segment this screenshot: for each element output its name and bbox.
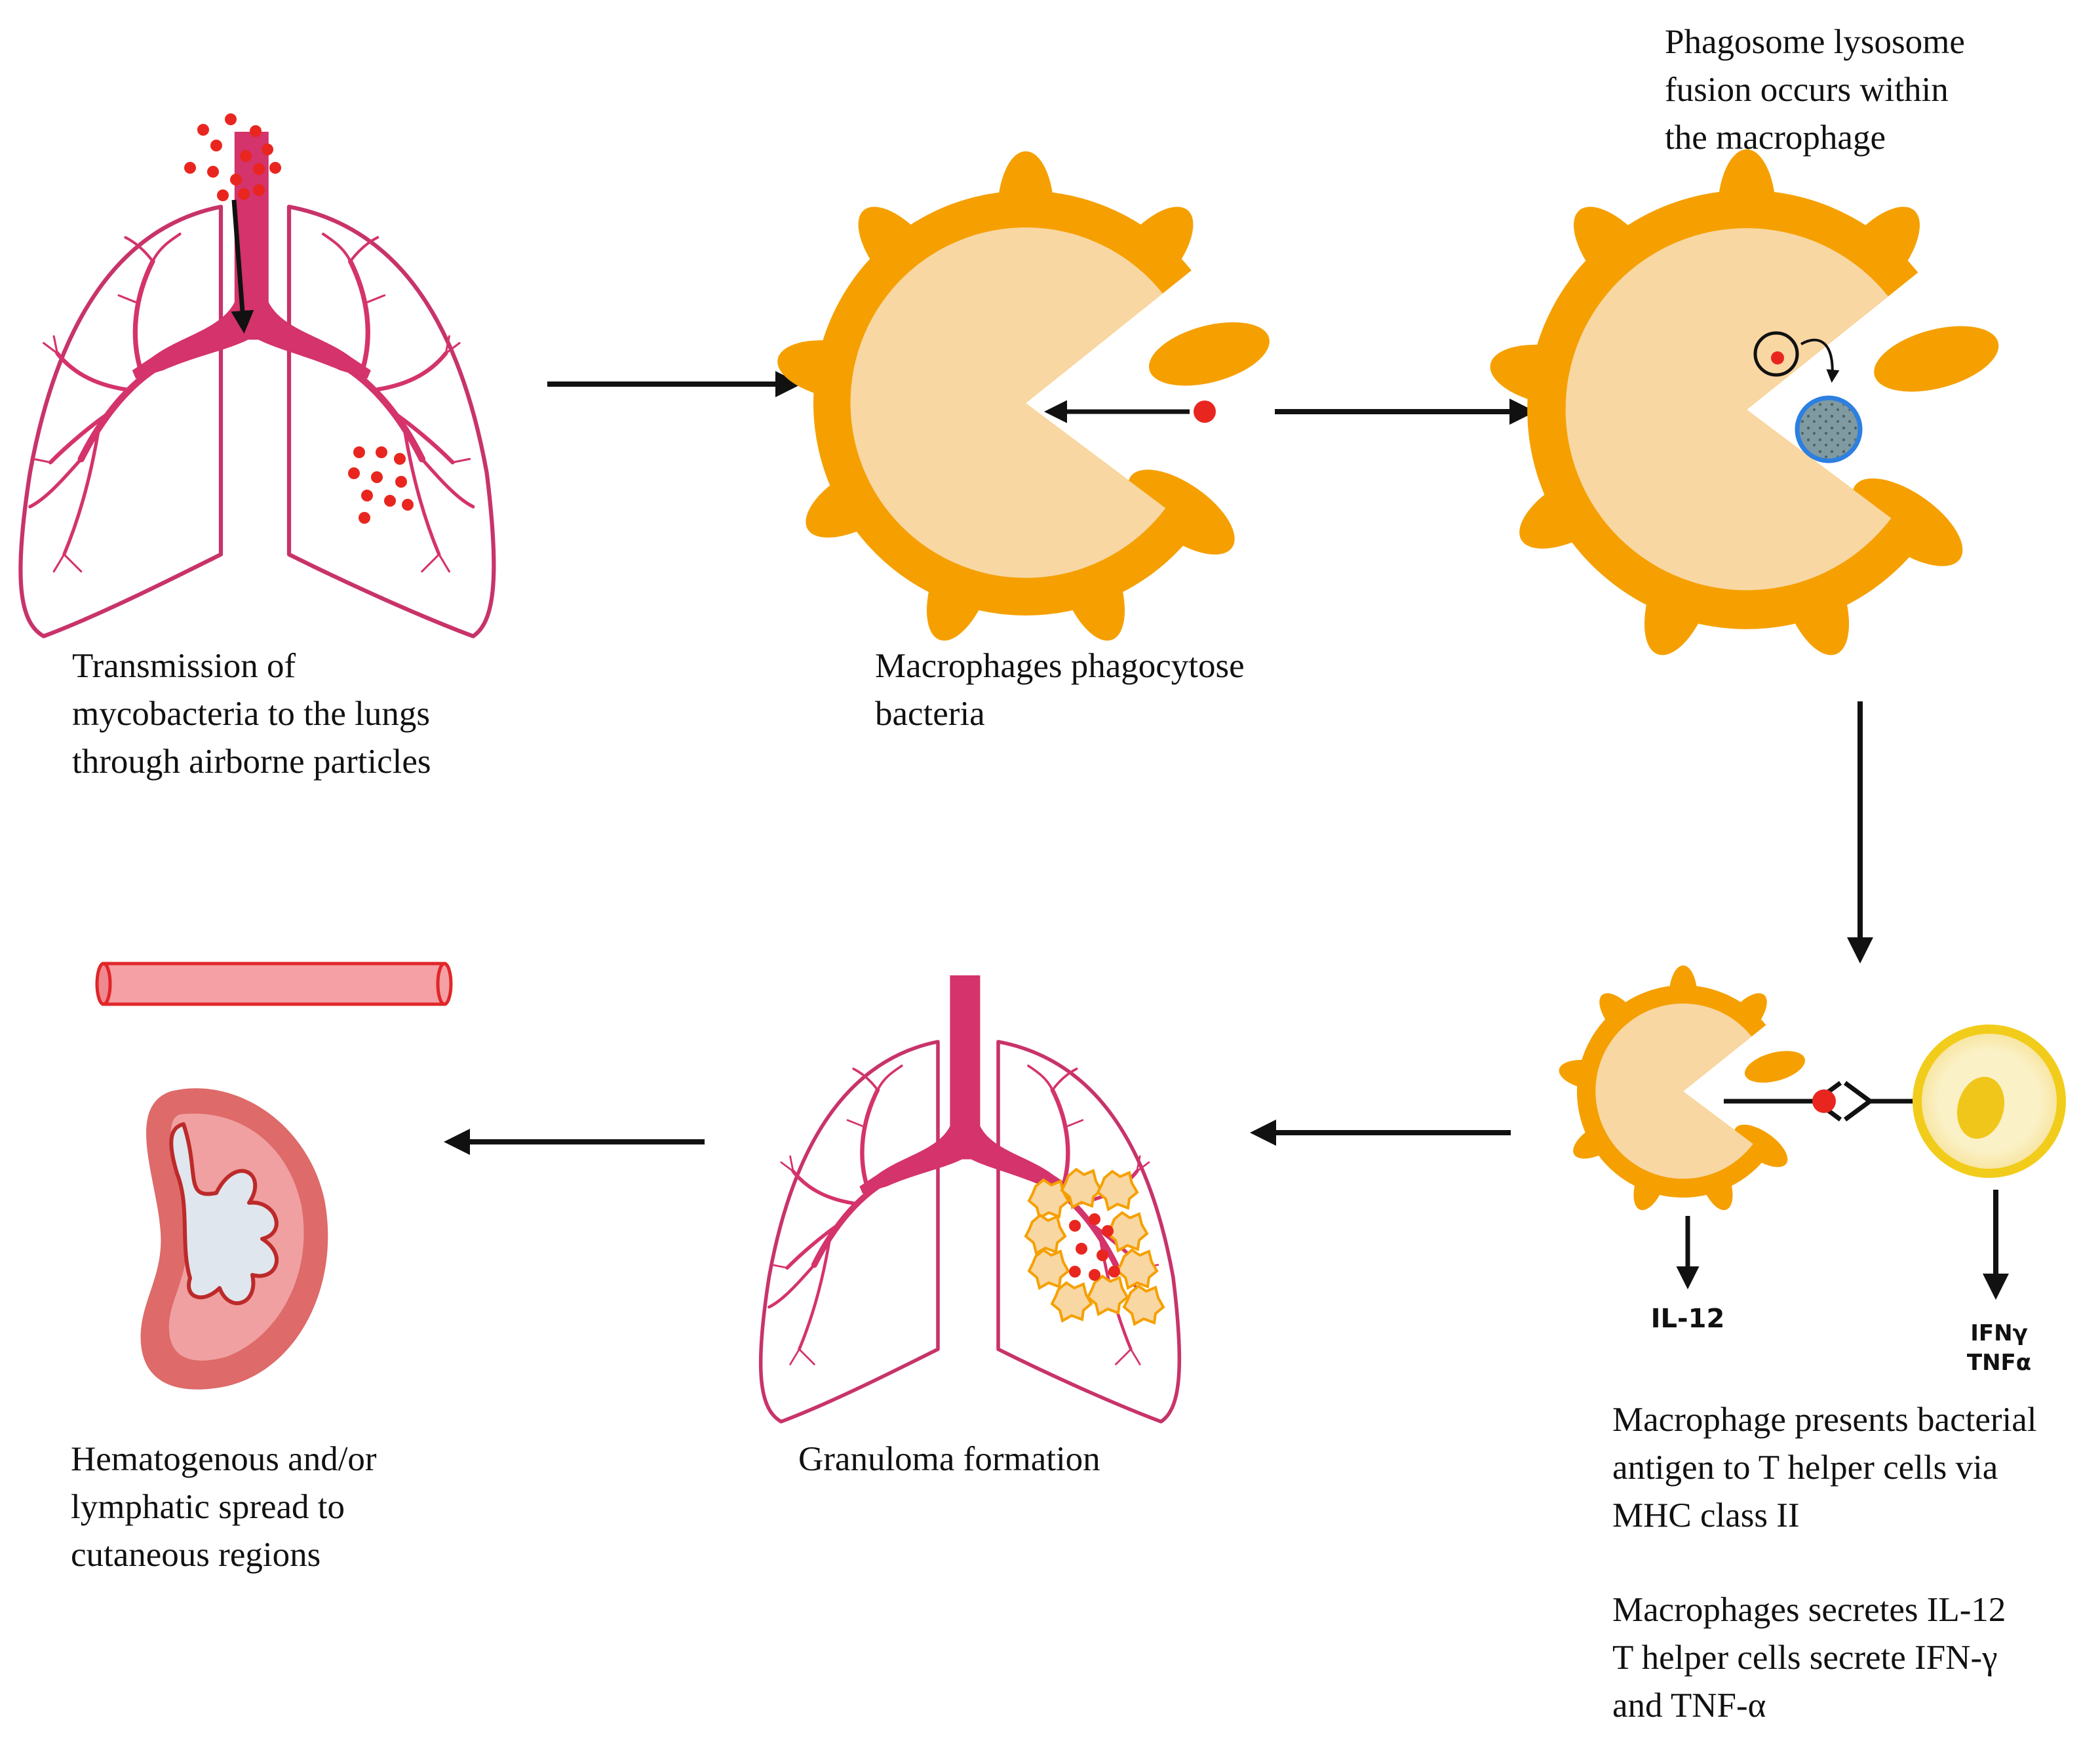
lung-bacteria [348, 446, 414, 524]
caption-line: T helper cells secrete IFN-γ [1612, 1639, 1998, 1677]
caption-line: the macrophage [1665, 119, 1886, 157]
airborne-particles [184, 113, 281, 201]
caption-line: Hematogenous and/or [71, 1440, 377, 1478]
tnf-alpha-label: TNFα [1967, 1350, 2031, 1376]
granuloma-cluster [1024, 1168, 1165, 1325]
lungs-icon [20, 132, 494, 636]
caption-spread: Hematogenous and/or lymphatic spread to … [71, 1436, 377, 1579]
caption-phagolysosome: Phagosome lysosome fusion occurs within … [1665, 18, 1965, 162]
step-1-illustration [20, 113, 494, 636]
caption-line: Transmission of [72, 647, 296, 685]
caption-line: Granuloma formation [798, 1440, 1100, 1478]
caption-phagocytosis: Macrophages phagocytose bacteria [875, 642, 1245, 738]
step-4-illustration: IL-12 IFNγ TNFα [1557, 965, 2066, 1376]
step-5-illustration [761, 975, 1180, 1422]
macrophage-icon [1557, 965, 1809, 1215]
t-cell-nucleus-icon [1956, 1076, 2005, 1139]
tcr-icon [1843, 1081, 1873, 1122]
step-6-illustration [95, 962, 453, 1390]
caption-antigen-presentation: Macrophage presents bacterial antigen to… [1612, 1396, 2036, 1540]
bacterium-icon [1771, 351, 1784, 364]
caption-line: through airborne particles [72, 743, 431, 781]
caption-line: and TNF-α [1612, 1687, 1766, 1725]
step-2-illustration [773, 151, 1277, 650]
caption-line: antigen to T helper cells via [1612, 1449, 1998, 1487]
macrophage-icon [1485, 149, 2006, 665]
caption-line: mycobacteria to the lungs [72, 695, 431, 733]
macrophage-icon [773, 151, 1277, 650]
caption-transmission: Transmission of mycobacteria to the lung… [72, 642, 431, 786]
caption-granuloma: Granuloma formation [798, 1436, 1100, 1483]
ifn-gamma-label: IFNγ [1970, 1320, 2028, 1346]
caption-line: MHC class II [1612, 1496, 1800, 1534]
caption-line: fusion occurs within [1665, 71, 1949, 109]
caption-line: cutaneous regions [71, 1536, 321, 1574]
il12-label: IL-12 [1651, 1304, 1725, 1334]
caption-line: Macrophages phagocytose [875, 647, 1245, 685]
caption-line: Macrophage presents bacterial [1612, 1401, 2037, 1439]
lymph-node-icon [140, 1088, 328, 1390]
bacterium-icon [1194, 401, 1216, 423]
antigen-icon [1812, 1089, 1836, 1113]
step-3-illustration [1485, 149, 2006, 665]
inhalation-arrow [231, 199, 254, 334]
blood-vessel-icon [95, 962, 453, 1006]
caption-cytokine-secretion: Macrophages secretes IL-12 T helper cell… [1612, 1586, 2006, 1730]
lysosome-granules [1800, 401, 1857, 458]
caption-line: Macrophages secretes IL-12 [1612, 1591, 2006, 1629]
fusion-arrow [1800, 338, 1840, 383]
caption-line: bacteria [875, 695, 985, 733]
caption-line: lymphatic spread to [71, 1488, 345, 1526]
caption-line: Phagosome lysosome [1665, 23, 1965, 61]
phagosome-icon [1753, 331, 1799, 377]
